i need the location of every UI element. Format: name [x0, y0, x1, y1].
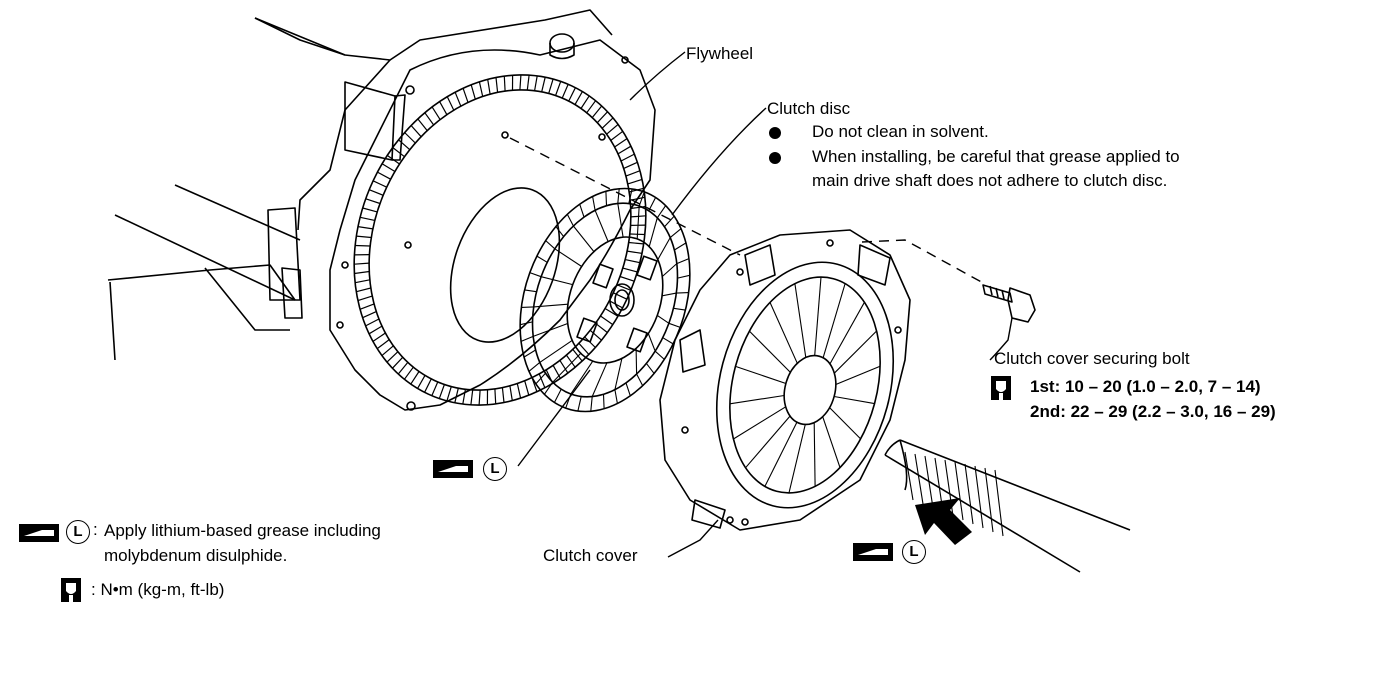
flywheel-housing	[329, 39, 656, 411]
lubricant-l-icon: L	[902, 540, 926, 564]
clutch-cover	[659, 229, 911, 531]
clutch-cover-label: Clutch cover	[543, 546, 638, 565]
arrow-icon	[915, 498, 972, 545]
flywheel-label: Flywheel	[686, 44, 754, 63]
clutch-disc-note-3: main drive shaft does not adhere to clut…	[812, 171, 1168, 190]
grease-gun-icon	[433, 460, 473, 478]
legend-grease-line1: Apply lithium-based grease including	[104, 521, 381, 540]
legend-grease-line2: molybdenum disulphide.	[104, 546, 288, 565]
legend-torque-units: : N•m (kg-m, ft-lb)	[91, 580, 225, 599]
securing-bolt	[982, 284, 1036, 323]
grease-gun-icon	[19, 524, 59, 542]
clutch-disc-note-2: When installing, be careful that grease …	[812, 147, 1180, 166]
lubricant-l-icon: L	[66, 520, 90, 544]
legend-colon: :	[93, 520, 98, 539]
clutch-disc	[519, 187, 691, 413]
torque-second: 2nd: 22 – 29 (2.2 – 3.0, 16 – 29)	[1030, 402, 1276, 421]
torque-wrench-icon	[991, 376, 1011, 400]
alignment-lines	[509, 137, 986, 285]
torque-first: 1st: 10 – 20 (1.0 – 2.0, 7 – 14)	[1030, 377, 1261, 396]
leader-lines	[517, 51, 1013, 558]
clutch-disc-note-1: Do not clean in solvent.	[812, 122, 989, 141]
clutch-disc-label: Clutch disc	[767, 99, 851, 118]
securing-bolt-label: Clutch cover securing bolt	[994, 349, 1190, 368]
lubricant-l-icon: L	[483, 457, 507, 481]
bullet-icon	[769, 127, 781, 139]
bullet-icon	[769, 152, 781, 164]
torque-wrench-icon	[61, 578, 81, 602]
grease-gun-icon	[853, 543, 893, 561]
engine-block	[107, 9, 613, 361]
